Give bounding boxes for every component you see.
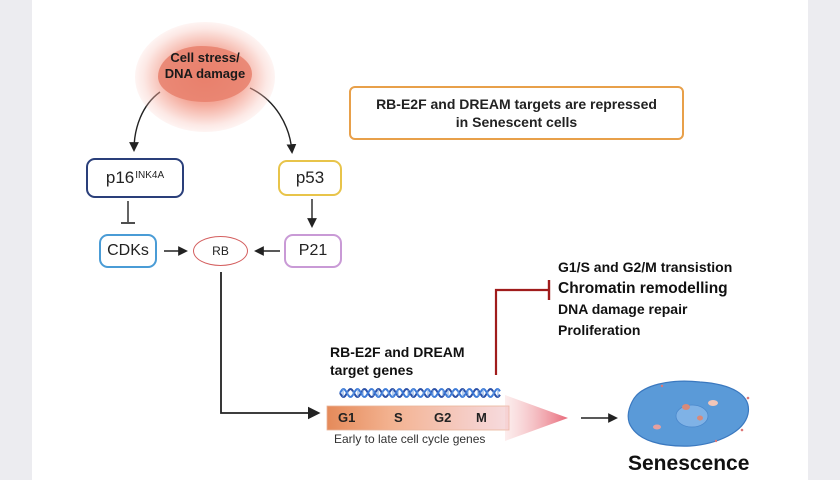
callout-line2: in Senescent cells xyxy=(455,114,578,130)
cell-cycle-bar xyxy=(326,405,510,431)
senescent-cell-icon xyxy=(627,380,750,447)
target-genes-title: RB-E2F and DREAM target genes xyxy=(330,343,500,379)
node-p21: P21 xyxy=(284,234,342,268)
node-p16-label: p16 xyxy=(105,168,135,187)
cell-cycle-arrowhead xyxy=(505,395,568,441)
cell-cycle-caption: Early to late cell cycle genes xyxy=(334,432,486,446)
target-genes-line1: RB-E2F and DREAM xyxy=(330,344,465,360)
node-rb: RB xyxy=(193,236,248,266)
callout-line1: RB-E2F and DREAM targets are repressed xyxy=(376,96,657,112)
cell-stress-line1: Cell stress/ xyxy=(170,50,240,65)
cell-stress-line2: DNA damage xyxy=(164,66,246,81)
repression-callout: RB-E2F and DREAM targets are repressed i… xyxy=(349,86,684,140)
repressed-item: DNA damage repair xyxy=(558,301,688,317)
node-p16-superscript: INK4A xyxy=(135,169,165,181)
phase-label-g1: G1 xyxy=(338,410,356,425)
target-genes-line2: target genes xyxy=(330,362,414,378)
repressed-processes-list: G1/S and G2/M transistion Chromatin remo… xyxy=(558,257,798,341)
dna-helix-icon xyxy=(339,388,501,398)
repressed-item: Proliferation xyxy=(558,322,641,338)
cell-stress-shape xyxy=(158,46,252,102)
phase-label-s: S xyxy=(394,410,403,425)
inhibit-targets-processes xyxy=(494,288,549,375)
cell-stress-label: Cell stress/ DNA damage xyxy=(150,50,260,82)
repressed-item: Chromatin remodelling xyxy=(558,280,728,297)
phase-label-m: M xyxy=(476,410,487,425)
repressed-item: G1/S and G2/M transistion xyxy=(558,259,733,275)
arrow-rb-cycle xyxy=(220,272,321,420)
phase-label-g2: G2 xyxy=(434,410,452,425)
node-cdks: CDKs xyxy=(99,234,157,268)
node-p53: p53 xyxy=(278,160,342,196)
senescence-label: Senescence xyxy=(628,452,750,475)
